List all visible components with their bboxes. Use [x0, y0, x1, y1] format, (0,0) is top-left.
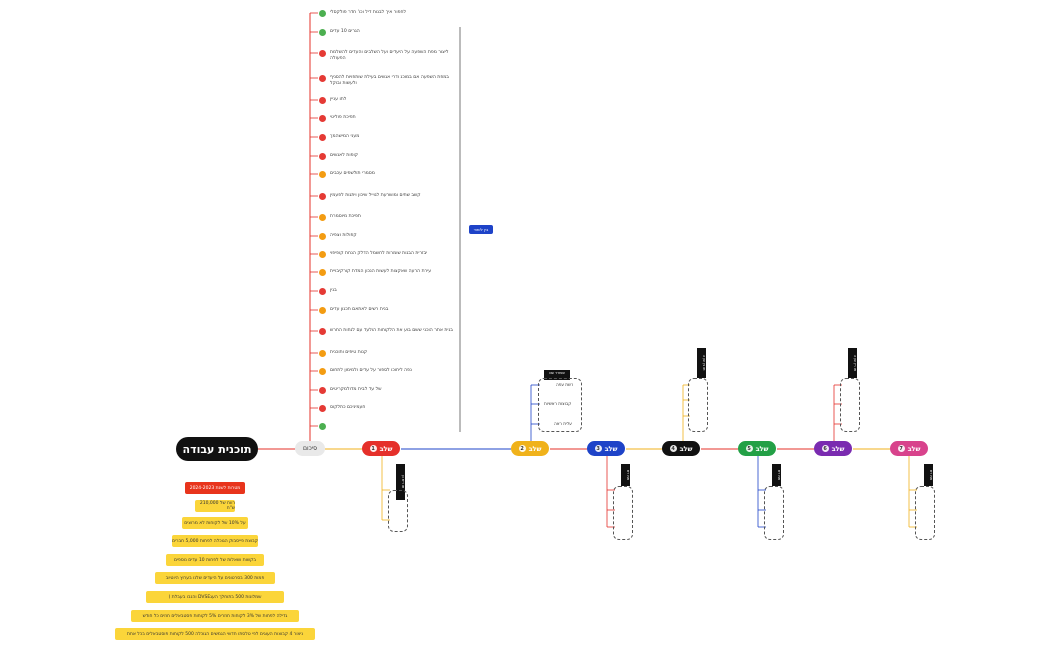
- stage-label: שלב: [604, 444, 618, 453]
- task-item[interactable]: יבזרית הבנות שומרות לחשמל הדלק הנחת קופי…: [330, 251, 428, 256]
- root-node[interactable]: תוכנית עבודה: [176, 437, 258, 461]
- summary-node[interactable]: סיכום: [295, 441, 325, 456]
- stage-node-2[interactable]: שלב 2: [511, 441, 549, 456]
- goal-item[interactable]: פמות 300 בסרטונים על היעדים שלנו בערוץ ה…: [155, 572, 275, 584]
- stage2-tag: שוחרר שנו: [544, 370, 570, 380]
- task-item[interactable]: במפת השפעה אם במוכנ ודרי אגשים בעילת שות…: [330, 75, 449, 86]
- task-status-badge: [319, 405, 326, 412]
- stage-number: 7: [897, 445, 905, 452]
- stage1-box: [388, 490, 408, 532]
- task-status-badge: [319, 233, 326, 240]
- stage6-box: [840, 378, 860, 432]
- stage-node-7[interactable]: שלב 7: [890, 441, 928, 456]
- task-item[interactable]: ליצור מפת השפעה על היעדים ועל השלבים והע…: [330, 50, 449, 61]
- stage-number: 6: [821, 445, 829, 452]
- stage4-box: [688, 378, 708, 432]
- task-status-badge: [319, 10, 326, 17]
- stage-number: 5: [745, 445, 753, 452]
- task-status-badge: [319, 368, 326, 375]
- task-item[interactable]: קופות לאנשים: [330, 153, 358, 158]
- stage7-tag: תת רת: [924, 464, 933, 486]
- stage5-box: [764, 486, 784, 540]
- task-status-badge: [319, 214, 326, 221]
- task-status-badge: [319, 153, 326, 160]
- stage5-tag: תת רת: [772, 464, 781, 486]
- task-item[interactable]: קנות טיפים ותוכנית: [330, 350, 368, 355]
- stage-node-6[interactable]: שלב 6: [814, 441, 852, 456]
- task-status-badge: [319, 75, 326, 82]
- task-status-badge: [319, 193, 326, 200]
- stage4-tag: תו נין שן ה: [697, 348, 706, 378]
- goals-title[interactable]: מטרות לשנת 2024-2023: [185, 482, 245, 494]
- task-item[interactable]: קפולות וצפיה: [330, 233, 357, 238]
- task-item[interactable]: עירת הרעה שאקצות לעשות הנכון המדת קורקיב…: [330, 269, 432, 274]
- stage-label: שלב: [831, 444, 845, 453]
- task-status-badge: [319, 97, 326, 104]
- goal-item[interactable]: שמלונות 500 בתוחלך העגDVSE והנבו בעבלת ): [146, 591, 284, 603]
- stage-label: שלב: [679, 444, 693, 453]
- stage2-item[interactable]: קבוצות ראשיות: [544, 401, 572, 406]
- stage6-tag: תו רין שן ה: [848, 348, 857, 378]
- goal-item[interactable]: גדילה לפחות של 3% לקוחות חוזרים 5% לקוחו…: [131, 610, 299, 622]
- task-status-badge: [319, 288, 326, 295]
- task-item[interactable]: קשב שתים ומושרעת לגוייל שיכון ויתגות לפע…: [330, 193, 421, 198]
- task-item[interactable]: בנין: [330, 288, 337, 293]
- stage-number: 4: [669, 445, 677, 452]
- task-status-badge: [319, 29, 326, 36]
- stage-number: 1: [369, 445, 377, 452]
- task-status-badge: [319, 423, 326, 430]
- task-item[interactable]: תפיכת מיוסמרת: [330, 214, 361, 219]
- task-status-badge: [319, 307, 326, 314]
- task-status-badge: [319, 269, 326, 276]
- task-item[interactable]: בנית רשים לאתאם תכנון עדים: [330, 307, 389, 312]
- list-tag[interactable]: בין לימוד: [469, 225, 493, 234]
- task-item[interactable]: של עד לבית מדולמקריטים: [330, 387, 382, 392]
- task-status-badge: [319, 50, 326, 57]
- task-item[interactable]: בנית אתר הוכני ששם בוע את הלקוחות הולעד …: [330, 328, 453, 333]
- task-item[interactable]: תפיכת פוליטי: [330, 115, 356, 120]
- stage3-tag: תת רת: [621, 464, 630, 486]
- stage7-box: [915, 486, 935, 540]
- task-status-badge: [319, 251, 326, 258]
- stage-label: שלב: [755, 444, 769, 453]
- task-item[interactable]: הגרים 10 עדים: [330, 29, 360, 34]
- goal-item[interactable]: בקשות ושאלות של לפחות 10 עדים נוספים: [166, 554, 264, 566]
- task-item[interactable]: לחפור איך לבנות דיל וכו' חדר פולקסלי: [330, 10, 407, 15]
- task-item[interactable]: לתו עניין: [330, 97, 347, 102]
- task-item[interactable]: חעמיניכם כתלקוס: [330, 405, 366, 410]
- task-item[interactable]: נפה ליחוכו לספור על עדים ולמימון לתחום: [330, 368, 412, 373]
- stage-node-3[interactable]: שלב 3: [587, 441, 625, 456]
- stage1-tag: תו רית כן: [396, 464, 405, 500]
- task-status-badge: [319, 387, 326, 394]
- stage-number: 2: [518, 445, 526, 452]
- stage-node-5[interactable]: שלב 5: [738, 441, 776, 456]
- goal-item[interactable]: על 10% של לקוחות לא מרוצים: [182, 517, 248, 529]
- task-status-badge: [319, 171, 326, 178]
- task-status-badge: [319, 350, 326, 357]
- stage-label: שלב: [528, 444, 542, 453]
- task-status-badge: [319, 115, 326, 122]
- goal-item[interactable]: ניצור 4 קבוצות העוגים לפי טלסתו חדשי הגמ…: [115, 628, 315, 640]
- stage2-box: [538, 378, 582, 432]
- stage2-item[interactable]: רשת עפה: [556, 382, 574, 387]
- stage3-box: [613, 486, 633, 540]
- task-status-badge: [319, 134, 326, 141]
- stage2-item[interactable]: עלית ראה: [554, 421, 572, 426]
- stage-label: שלב: [907, 444, 921, 453]
- stage-label: שלב: [379, 444, 393, 453]
- stage-node-4[interactable]: שלב 4: [662, 441, 700, 456]
- task-item[interactable]: מעני המישהמך: [330, 134, 360, 139]
- goal-item[interactable]: רווח של 210,000 ש"ח: [195, 500, 235, 512]
- stage-node-1[interactable]: שלב 1: [362, 441, 400, 456]
- goal-item[interactable]: קבוצת פייסבוק הגוכלה לפחות 5,000 חברים: [172, 535, 258, 547]
- task-item[interactable]: מסמרי תולשפים עכבים: [330, 171, 375, 176]
- stage-number: 3: [594, 445, 602, 452]
- task-status-badge: [319, 328, 326, 335]
